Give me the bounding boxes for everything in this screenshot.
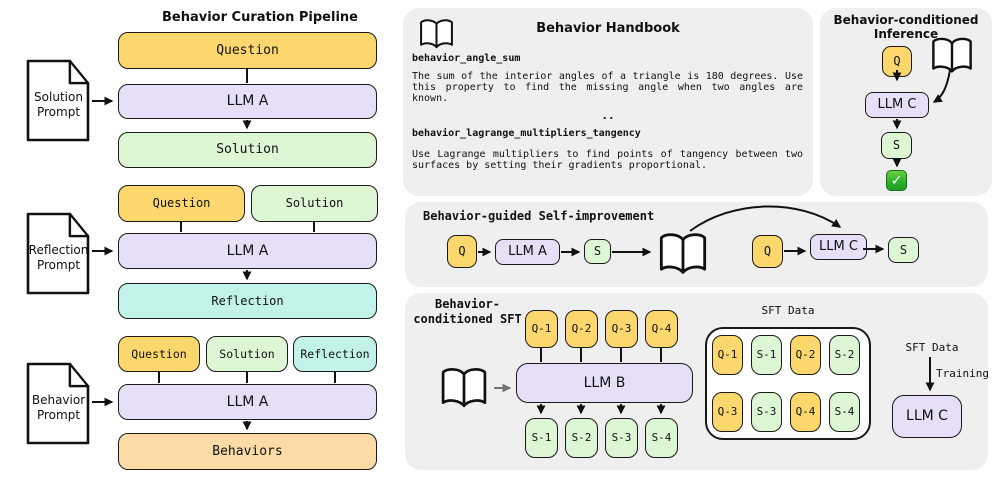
handbook-title: Behavior Handbook bbox=[536, 21, 680, 36]
sft-data-label: SFT Data bbox=[761, 304, 815, 317]
g2-reflection-box: Reflection bbox=[118, 283, 377, 319]
document-icon: Solution Prompt bbox=[25, 58, 92, 143]
grid-s1-box: S-1 bbox=[751, 335, 782, 375]
open-book-icon bbox=[659, 233, 707, 274]
behavior-conditioned-sft-panel: Behavior- conditioned SFT Q-1 Q-2 Q-3 Q-… bbox=[405, 293, 989, 470]
solution-prompt-label: Solution Prompt bbox=[34, 90, 83, 119]
sft-q4-box: Q-4 bbox=[645, 310, 678, 348]
grid-s3-box: S-3 bbox=[751, 392, 782, 432]
g2-question-box: Question bbox=[118, 185, 245, 222]
checkmark-icon: ✓ bbox=[886, 170, 907, 191]
sft-title: Behavior- conditioned SFT bbox=[413, 297, 522, 326]
handbook-entry2-text: Use Lagrange multipliers to find points … bbox=[412, 149, 803, 171]
sft-llm-b-box: LLM B bbox=[516, 363, 693, 403]
sft-q2-box: Q-2 bbox=[565, 310, 598, 348]
si-llm-a-box: LLM A bbox=[495, 239, 560, 265]
g3-llm-a-box: LLM A bbox=[118, 384, 377, 420]
document-icon: Reflection Prompt bbox=[25, 210, 92, 297]
open-book-icon bbox=[420, 19, 453, 49]
behavior-prompt-label: Behavior Prompt bbox=[31, 393, 86, 422]
si-q2-box: Q bbox=[752, 235, 783, 268]
g2-llm-a-box: LLM A bbox=[118, 233, 377, 269]
grid-q4-box: Q-4 bbox=[790, 392, 821, 432]
inference-title: Behavior-conditioned Inference bbox=[833, 13, 979, 41]
grid-s4-box: S-4 bbox=[829, 392, 860, 432]
g3-question-box: Question bbox=[118, 336, 200, 372]
si-s2-box: S bbox=[888, 237, 919, 263]
si-llm-c-box: LLM C bbox=[810, 234, 867, 260]
inference-s-box: S bbox=[881, 132, 912, 159]
behavior-handbook-panel: Behavior Handbook behavior_angle_sum The… bbox=[403, 8, 813, 196]
handbook-entry1-name: behavior_angle_sum bbox=[412, 53, 521, 64]
inference-llm-c-box: LLM C bbox=[865, 92, 929, 118]
document-icon-shape bbox=[26, 212, 90, 295]
sft-s4-box: S-4 bbox=[645, 418, 678, 458]
behavior-guided-self-improvement-panel: Behavior-guided Self-improvement Q LLM A… bbox=[405, 202, 988, 287]
g1-solution-box: Solution bbox=[118, 132, 377, 168]
sft-s3-box: S-3 bbox=[605, 418, 638, 458]
sft-s2-box: S-2 bbox=[565, 418, 598, 458]
sft-q1-box: Q-1 bbox=[525, 310, 558, 348]
si-s1-box: S bbox=[584, 239, 611, 264]
behavior-conditioned-inference-panel: Behavior-conditioned Inference Q LLM C S… bbox=[820, 8, 992, 196]
open-book-icon bbox=[932, 37, 972, 73]
training-label: Training bbox=[936, 367, 989, 380]
handbook-entry1-text: The sum of the interior angles of a tria… bbox=[412, 71, 803, 104]
grid-q2-box: Q-2 bbox=[790, 335, 821, 375]
handbook-entry2-name: behavior_lagrange_multipliers_tangency bbox=[412, 128, 641, 139]
document-icon: Behavior Prompt bbox=[25, 360, 92, 447]
grid-q1-box: Q-1 bbox=[712, 335, 743, 375]
sft-s1-box: S-1 bbox=[525, 418, 558, 458]
g2-solution-box: Solution bbox=[251, 185, 378, 222]
g1-question-box: Question bbox=[118, 32, 377, 69]
g3-solution-box: Solution bbox=[206, 336, 288, 372]
g3-behaviors-box: Behaviors bbox=[118, 433, 377, 470]
grid-q3-box: Q-3 bbox=[712, 392, 743, 432]
sft-right-data-label: SFT Data bbox=[905, 341, 959, 354]
sft-q3-box: Q-3 bbox=[605, 310, 638, 348]
sft-llm-c-box: LLM C bbox=[892, 395, 962, 438]
si-q1-box: Q bbox=[447, 235, 477, 268]
document-icon-shape bbox=[26, 59, 90, 142]
handbook-ellipsis: .. bbox=[601, 109, 615, 122]
grid-s2-box: S-2 bbox=[829, 335, 860, 375]
open-book-icon bbox=[441, 368, 487, 408]
g1-llm-a-box: LLM A bbox=[118, 84, 377, 119]
inference-q-box: Q bbox=[882, 46, 912, 77]
pipeline-title: Behavior Curation Pipeline bbox=[161, 10, 358, 25]
g3-reflection-box: Reflection bbox=[293, 336, 377, 372]
reflection-prompt-label: Reflection Prompt bbox=[28, 243, 89, 272]
document-icon-shape bbox=[26, 362, 90, 445]
self-improvement-title: Behavior-guided Self-improvement bbox=[423, 209, 655, 223]
